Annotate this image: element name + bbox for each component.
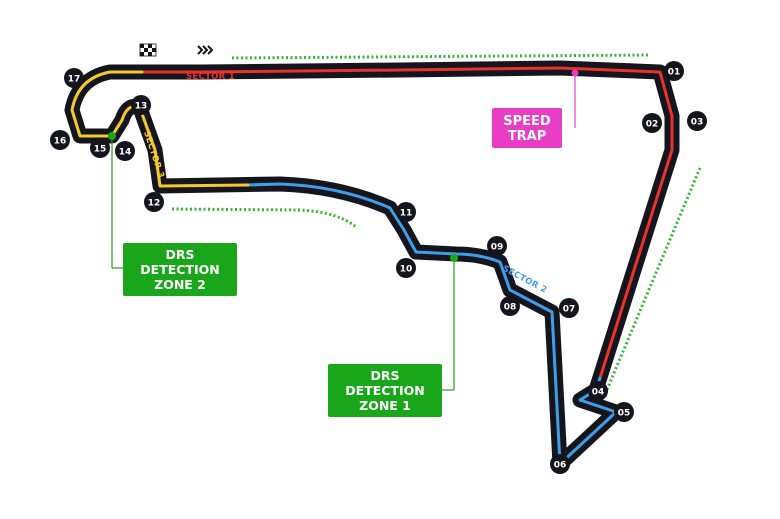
- svg-text:15: 15: [94, 145, 107, 155]
- turn-badge-07: 07: [559, 298, 579, 318]
- turn-badge-16: 16: [50, 130, 70, 150]
- turn-badge-04: 04: [588, 381, 608, 401]
- speed-trap-dot: [571, 69, 579, 77]
- turn-badge-02: 02: [642, 113, 662, 133]
- turn-badge-06: 06: [550, 454, 570, 474]
- speed-trap-box: [492, 108, 562, 148]
- turn-badge-09: 09: [487, 236, 507, 256]
- turn-badge-11: 11: [396, 202, 416, 222]
- turn-badge-05: 05: [614, 402, 634, 422]
- turn-badge-01: 01: [664, 61, 684, 81]
- svg-text:09: 09: [491, 243, 504, 253]
- svg-text:11: 11: [400, 209, 413, 219]
- svg-text:01: 01: [668, 68, 681, 78]
- drs-zone-2-line2: DETECTION: [140, 262, 219, 277]
- svg-text:04: 04: [592, 388, 605, 398]
- svg-text:05: 05: [618, 409, 631, 419]
- sector1-line: [140, 66, 674, 380]
- turn-badge-03: 03: [687, 111, 707, 131]
- drs-zone-1-line2: DETECTION: [345, 383, 424, 398]
- drs-zone-1-line3: ZONE 1: [359, 398, 411, 413]
- drs-zone-2-dot: [108, 132, 116, 140]
- direction-chevrons-icon: [197, 45, 214, 55]
- sector1-label: SECTOR 1: [186, 72, 235, 82]
- sector2-line: [246, 182, 618, 466]
- drs-activation-zones: [171, 53, 702, 393]
- speed-trap-line2: TRAP: [508, 129, 546, 144]
- speed-trap-line1: SPEED: [503, 114, 551, 129]
- svg-text:17: 17: [68, 75, 81, 85]
- drs-zone-sector3: [171, 207, 357, 229]
- svg-text:07: 07: [563, 305, 576, 315]
- svg-text:08: 08: [504, 303, 517, 313]
- turn-badge-13: 13: [131, 95, 151, 115]
- svg-text:03: 03: [691, 118, 704, 128]
- drs-zone-2-line3: ZONE 2: [154, 277, 206, 292]
- turn-badge-15: 15: [90, 138, 110, 158]
- drs-zone-2-line1: DRS: [165, 247, 194, 262]
- svg-text:06: 06: [554, 461, 567, 471]
- drs-detection-zone-2: DRS DETECTION ZONE 2: [108, 132, 237, 296]
- svg-text:16: 16: [54, 137, 67, 147]
- turn-badges: 01 02 03 04 05 06 07 08 09 10 11 12 13 1…: [50, 61, 707, 474]
- turn-badge-17: 17: [64, 68, 84, 88]
- drs-zone-1-dot: [450, 254, 458, 262]
- svg-text:10: 10: [400, 265, 413, 275]
- chequered-flag-icon: [139, 43, 157, 57]
- svg-text:02: 02: [646, 120, 659, 130]
- svg-text:13: 13: [135, 102, 148, 112]
- drs-zone-1-line1: DRS: [370, 368, 399, 383]
- drs-zone-1-box: [328, 364, 442, 417]
- turn-badge-08: 08: [500, 296, 520, 316]
- svg-text:12: 12: [148, 199, 161, 209]
- speed-trap-marker: SPEED TRAP: [492, 69, 579, 148]
- turn-badge-14: 14: [115, 141, 135, 161]
- turn-badge-10: 10: [396, 258, 416, 278]
- drs-zone-main-straight: [231, 53, 651, 60]
- drs-detection-zone-1: DRS DETECTION ZONE 1: [328, 254, 458, 417]
- drs-zone-2-box: [123, 243, 237, 296]
- svg-text:14: 14: [119, 148, 132, 158]
- turn-badge-12: 12: [144, 192, 164, 212]
